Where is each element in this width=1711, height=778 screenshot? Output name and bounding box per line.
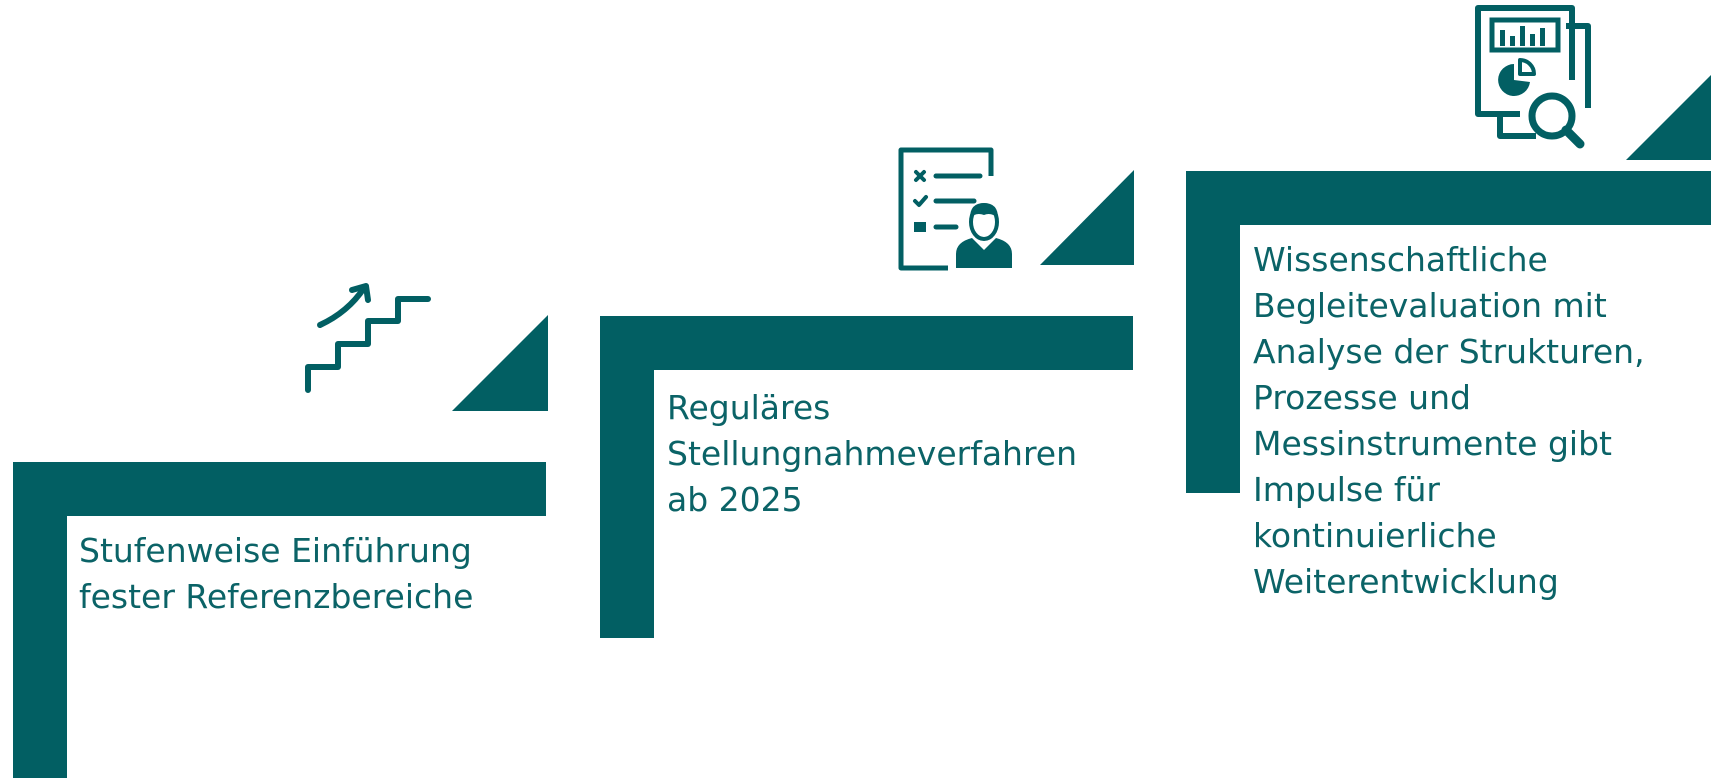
step-1-line-2: fester Referenzbereiche bbox=[79, 577, 474, 616]
step-1-text: Stufenweise Einführung fester Referenzbe… bbox=[79, 528, 473, 620]
step-3-top-bar bbox=[1186, 171, 1711, 225]
step-2-corner-triangle bbox=[1040, 170, 1134, 265]
step-3-line-7: kontinuierliche bbox=[1253, 516, 1497, 555]
step-3-line-1: Wissenschaftliche bbox=[1253, 240, 1548, 279]
stairs-arrow-up-icon bbox=[305, 283, 431, 393]
step-1-corner-triangle bbox=[452, 315, 548, 411]
step-3-line-5: Messinstrumente gibt bbox=[1253, 424, 1612, 463]
step-3-line-4: Prozesse und bbox=[1253, 378, 1471, 417]
step-3-text: Wissenschaftliche Begleitevaluation mit … bbox=[1253, 237, 1645, 605]
checklist-person-icon bbox=[898, 147, 1012, 271]
step-3-line-8: Weiterentwicklung bbox=[1253, 562, 1559, 601]
report-magnifier-icon bbox=[1475, 5, 1591, 149]
step-3-line-2: Begleitevaluation mit bbox=[1253, 286, 1607, 325]
step-3-line-3: Analyse der Strukturen, bbox=[1253, 332, 1645, 371]
step-2-line-1: Reguläres bbox=[667, 388, 831, 427]
step-1-top-bar bbox=[13, 462, 546, 516]
step-3-line-6: Impulse für bbox=[1253, 470, 1440, 509]
step-2-line-3: ab 2025 bbox=[667, 480, 803, 519]
step-1-line-1: Stufenweise Einführung bbox=[79, 531, 472, 570]
step-3-corner-triangle bbox=[1626, 75, 1711, 160]
step-2-text: Reguläres Stellungnahmeverfahren ab 2025 bbox=[667, 385, 1077, 523]
step-2-side-bar bbox=[600, 316, 654, 638]
step-3-side-bar bbox=[1186, 171, 1240, 493]
step-2-top-bar bbox=[600, 316, 1133, 370]
step-1-side-bar bbox=[13, 462, 67, 778]
step-2-line-2: Stellungnahmeverfahren bbox=[667, 434, 1078, 473]
